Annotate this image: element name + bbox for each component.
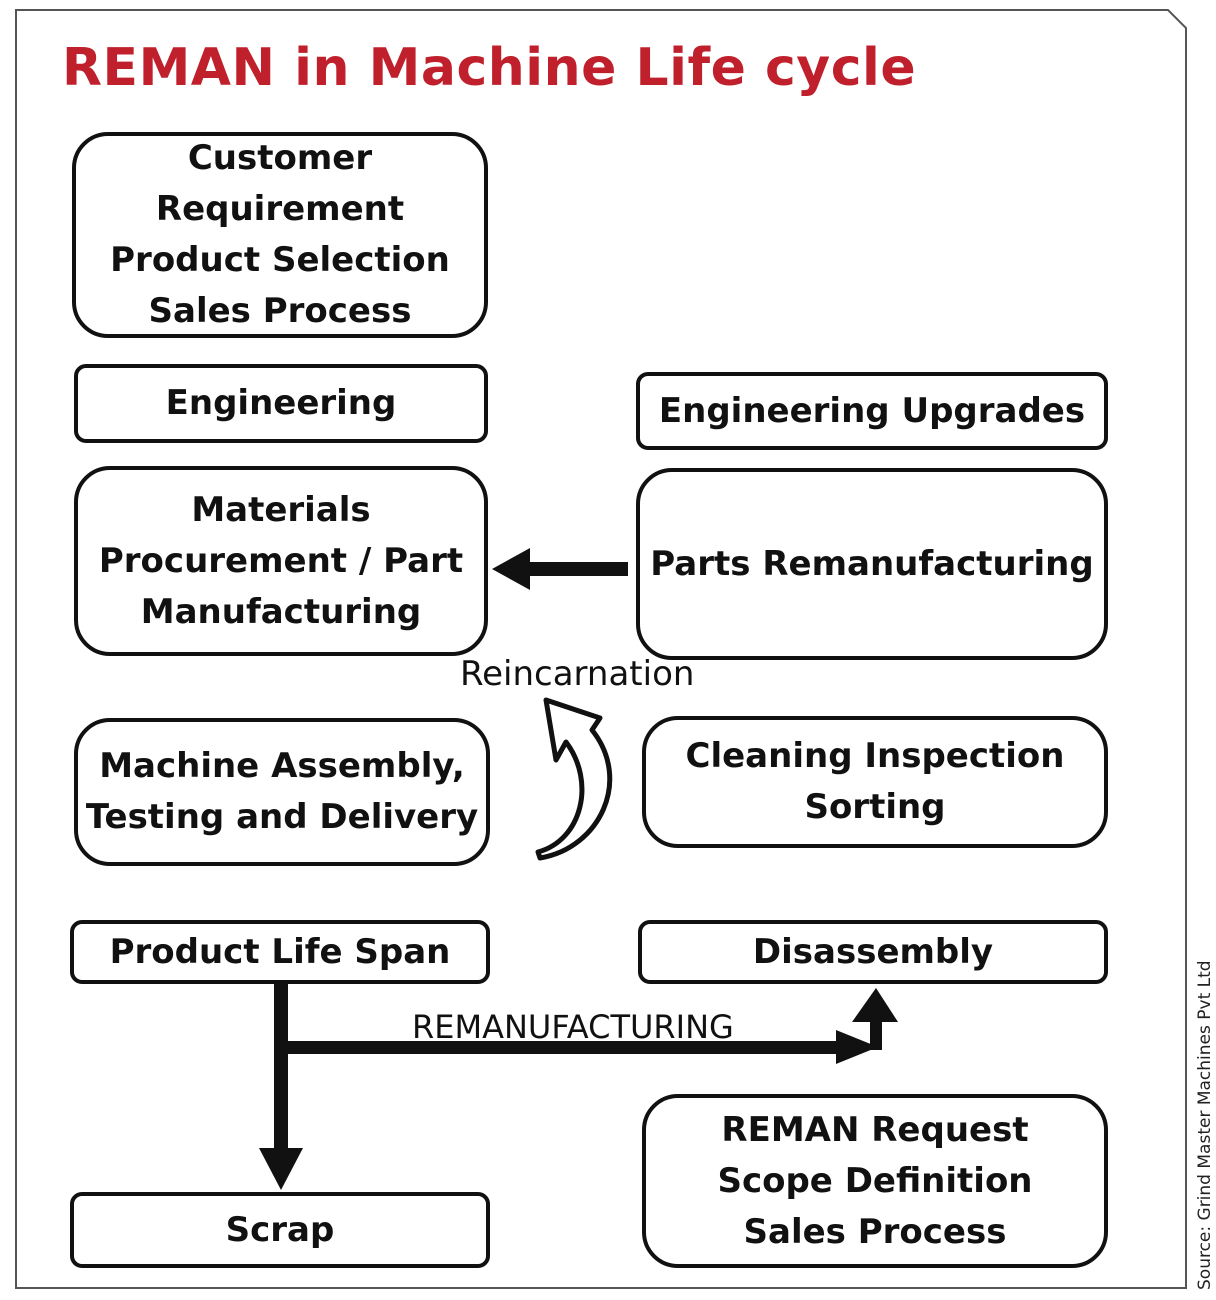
box-line: Parts Remanufacturing	[650, 543, 1094, 584]
customer-requirement-box: Customer Requirement Product Selection S…	[72, 132, 488, 338]
box-line: Product Selection	[110, 240, 450, 280]
box-line: Sorting	[804, 787, 946, 827]
reman-request-box: REMAN Request Scope Definition Sales Pro…	[642, 1094, 1108, 1268]
box-line: Machine Assembly,	[99, 746, 465, 786]
box-line: Procurement / Part	[98, 540, 464, 581]
disassembly-box: Disassembly	[638, 920, 1108, 984]
box-line: Customer	[187, 138, 373, 178]
box-line: Scrap	[225, 1209, 335, 1250]
scrap-box: Scrap	[70, 1192, 490, 1268]
box-line: REMAN Request	[721, 1109, 1029, 1150]
materials-procurement-box: Materials Procurement / Part Manufacturi…	[74, 466, 488, 656]
box-line: Sales Process	[743, 1211, 1007, 1252]
box-line: Manufacturing	[140, 591, 422, 632]
cleaning-inspection-box: Cleaning Inspection Sorting	[642, 716, 1108, 848]
box-line: Disassembly	[752, 931, 994, 972]
remanufacturing-label: REMANUFACTURING	[412, 1008, 734, 1046]
box-line: Engineering Upgrades	[658, 390, 1086, 431]
box-line: Scope Definition	[717, 1160, 1033, 1201]
engineering-upgrades-box: Engineering Upgrades	[636, 372, 1108, 450]
box-line: Sales Process	[148, 291, 412, 331]
machine-assembly-box: Machine Assembly, Testing and Delivery	[74, 718, 490, 866]
box-line: Product Life Span	[109, 931, 451, 972]
box-line: Testing and Delivery	[85, 797, 479, 837]
diagram-title: REMAN in Machine Life cycle	[62, 38, 917, 98]
box-line: Engineering	[165, 383, 397, 423]
product-life-span-box: Product Life Span	[70, 920, 490, 984]
parts-remanufacturing-box: Parts Remanufacturing	[636, 468, 1108, 660]
box-line: Requirement	[155, 189, 405, 229]
box-line: Cleaning Inspection	[685, 736, 1065, 776]
source-credit: Source: Grind Master Machines Pvt Ltd	[1195, 960, 1215, 1290]
box-line: Materials	[191, 489, 371, 530]
reincarnation-label: Reincarnation	[460, 654, 695, 694]
engineering-box: Engineering	[74, 364, 488, 443]
